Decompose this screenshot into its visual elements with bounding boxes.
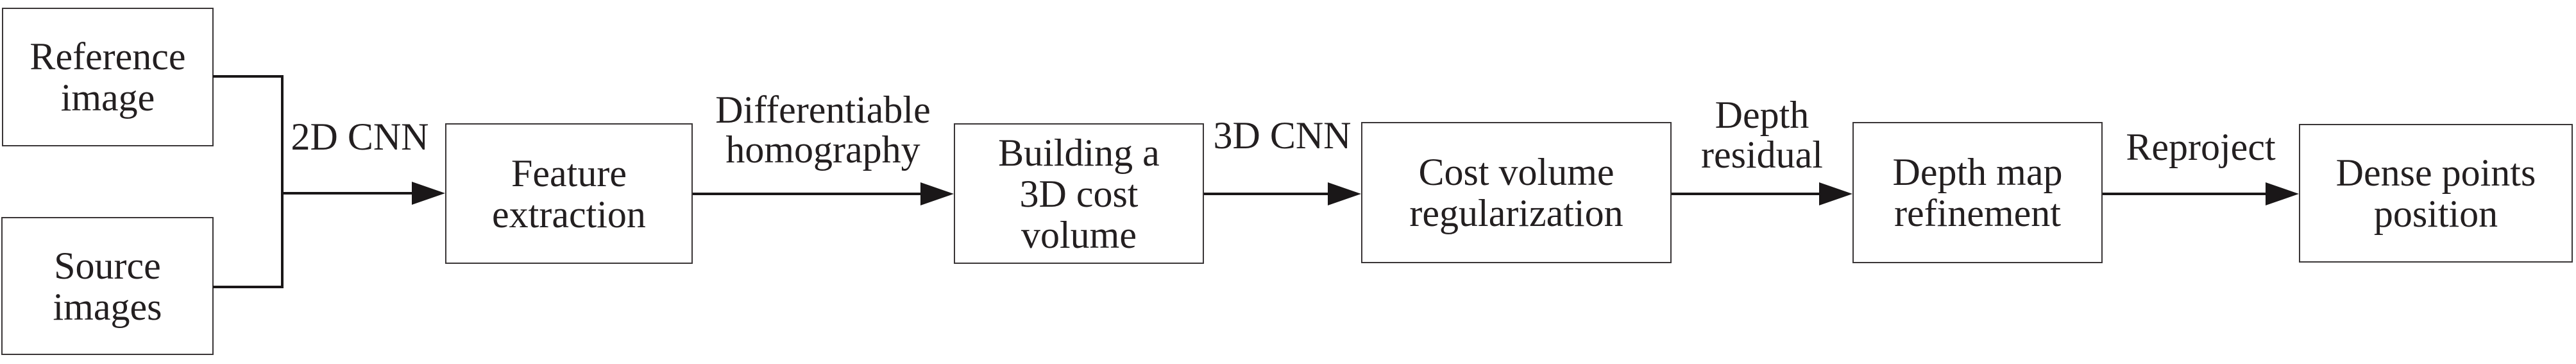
arrow-label-line: Differentiable [715,89,931,131]
arrow-label-3d-cnn: 3D CNN [1213,116,1351,155]
box-text-line: refinement [1894,192,2061,234]
box-text-line: images [53,285,162,328]
arrow-differentiable-homography-shaft [693,193,922,195]
box-text-line: Cost volume [1418,151,1614,193]
arrowhead [2266,182,2299,205]
box-building-3d-cost-volume-label: Building a 3D cost volume [998,132,1160,256]
arrow-label-line: 3D CNN [1213,114,1352,157]
arrow-3d-cnn-shaft [1204,193,1329,195]
box-text-line: Feature [511,152,627,195]
box-text-line: Dense points [2335,152,2536,194]
arrow-2d-cnn-shaft [281,192,413,195]
box-feature-extraction: Feature extraction [445,123,693,264]
box-cost-volume-regularization-label: Cost volume regularization [1409,152,1623,234]
arrowhead [1819,182,1852,205]
box-text-line: 3D cost [1019,172,1139,215]
arrow-label-depth-residual: Depth residual [1701,95,1823,175]
arrow-depth-residual-shaft [1672,193,1820,195]
arrow-label-differentiable-homography: Differentiable homography [715,90,930,169]
box-text-line: Reference [30,35,186,78]
box-depth-map-refinement-label: Depth map refinement [1893,152,2063,234]
box-cost-volume-regularization: Cost volume regularization [1361,122,1672,263]
box-reference-image: Reference image [2,8,214,146]
arrow-label-line: homography [725,128,920,171]
arrow-label-line: 2D CNN [291,116,429,158]
arrow-label-line: Reproject [2126,126,2276,168]
box-depth-map-refinement: Depth map refinement [1852,122,2103,263]
arrow-reproject-shaft [2103,193,2267,195]
box-dense-points-position: Dense points position [2299,124,2573,263]
box-text-line: position [2373,193,2498,235]
arrow-label-2d-cnn: 2D CNN [291,117,428,157]
arrowhead [412,182,445,205]
box-text-line: Depth map [1892,151,2063,193]
box-dense-points-position-label: Dense points position [2336,152,2536,234]
arrow-label-line: Depth [1715,94,1809,136]
arrowhead [920,182,954,205]
arrow-label-reproject: Reproject [2126,127,2275,167]
connector-source-to-merge [213,286,284,288]
box-source-images-label: Source images [53,245,162,327]
box-text-line: extraction [492,193,646,236]
connector-merge-vertical [281,75,284,288]
box-text-line: Building a [998,131,1160,174]
box-source-images: Source images [1,217,214,355]
box-building-3d-cost-volume: Building a 3D cost volume [954,123,1204,264]
box-feature-extraction-label: Feature extraction [492,153,646,235]
box-text-line: image [60,76,155,119]
box-text-line: regularization [1409,192,1623,234]
arrow-label-line: residual [1701,134,1823,176]
connector-reference-to-merge [213,75,284,78]
arrowhead [1328,182,1361,205]
box-text-line: volume [1021,213,1137,256]
box-text-line: Source [54,244,161,287]
box-reference-image-label: Reference image [30,36,185,118]
